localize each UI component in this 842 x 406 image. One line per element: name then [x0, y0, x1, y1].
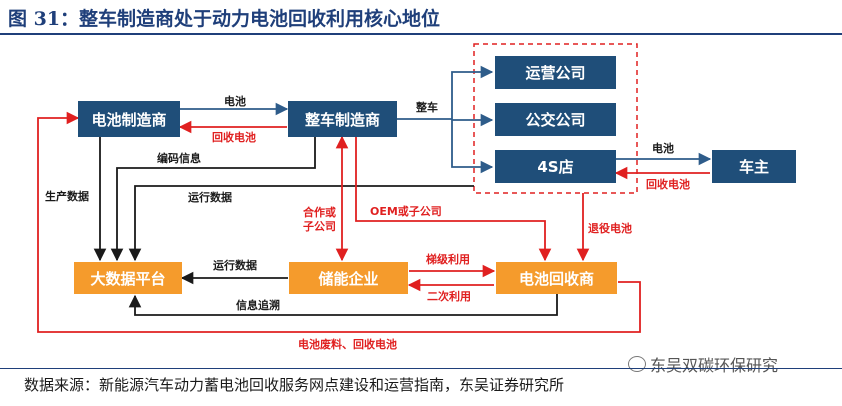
watermark: 东吴双碳环保研究: [628, 352, 778, 376]
label-owner-recycle: 回收电池: [646, 178, 690, 191]
watermark-text: 东吴双碳环保研究: [650, 356, 779, 375]
label-cooperation-line2: 子公司: [303, 220, 336, 233]
node-car-owner: 车主: [712, 150, 796, 183]
edge-vehicle-4s: [451, 119, 494, 174]
node-4s-store: 4S店: [495, 150, 616, 183]
label-vehicle: 整车: [416, 101, 438, 114]
node-big-data-platform: 大数据平台: [74, 262, 182, 294]
label-production-data: 生产数据: [45, 190, 89, 203]
label-operation-data-customers: 运行数据: [188, 191, 232, 204]
figure-title: 图 31：整车制造商处于动力电池回收利用核心地位: [8, 8, 441, 30]
edge-vehicle-operator: [451, 65, 494, 119]
node-operator: 运营公司: [495, 56, 616, 89]
label-coding-info: 编码信息: [157, 152, 201, 165]
label-owner-battery: 电池: [652, 142, 674, 155]
label-retired-battery: 退役电池: [588, 222, 632, 235]
title-divider: [0, 33, 842, 35]
node-battery-recycler: 电池回收商: [496, 262, 617, 294]
node-energy-storage: 储能企业: [289, 262, 408, 294]
customer-group-frame: [473, 43, 638, 194]
label-cascade-use: 梯级利用: [426, 253, 470, 266]
label-oem-subsidiary: OEM或子公司: [370, 205, 442, 218]
source-note: 数据来源：新能源汽车动力蓄电池回收服务网点建设和运营指南，东吴证券研究所: [24, 376, 565, 394]
label-cooperation-line1: 合作或: [303, 206, 336, 219]
edge-coding-info: [110, 137, 316, 262]
edge-operation-data-customers: [128, 185, 474, 262]
edge-waste-to-battery-maker: [37, 111, 641, 333]
label-secondary-use: 二次利用: [427, 290, 471, 303]
node-bus-company: 公交公司: [495, 103, 616, 136]
footer-divider: [0, 368, 842, 369]
label-waste-recycle: 电池废料、回收电池: [298, 338, 397, 351]
node-vehicle-maker: 整车制造商: [288, 101, 397, 137]
wechat-icon: [628, 356, 646, 372]
label-operation-data-storage: 运行数据: [213, 259, 257, 272]
node-battery-maker: 电池制造商: [78, 101, 180, 137]
label-battery: 电池: [224, 95, 246, 108]
edge-oem: [355, 137, 552, 262]
label-recycle-battery: 回收电池: [212, 131, 256, 144]
label-info-trace: 信息追溯: [236, 299, 280, 312]
edge-info-trace: [128, 294, 558, 316]
